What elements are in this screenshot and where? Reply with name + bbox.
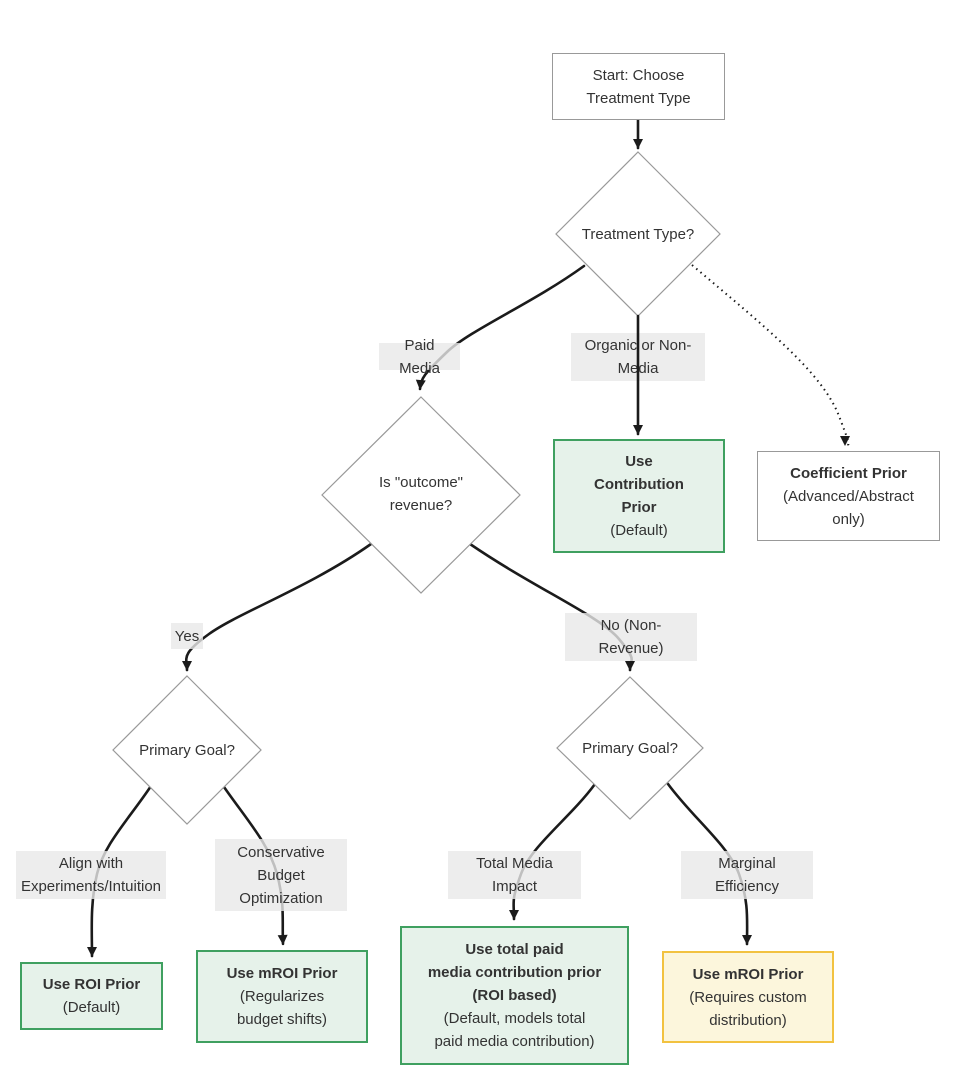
node-use-contribution-prior: Use Contribution Prior (Default) — [553, 439, 725, 553]
edge-yes — [181, 542, 373, 672]
node-use-roi-prior: Use ROI Prior (Default) — [20, 962, 163, 1030]
decision-diamond-primary-goal-left — [112, 675, 262, 825]
node-use-total-paid-media-contribution-prior-title: Use total paid media contribution prior … — [427, 941, 602, 1004]
node-use-mroi-prior-budget-title: Use mROI Prior — [226, 965, 338, 982]
edge-label-total-media-impact: Total Media Impact — [448, 851, 581, 899]
decision-diamond-primary-goal-right — [556, 676, 704, 820]
edge-label-no-non-revenue: No (Non- Revenue) — [565, 613, 697, 661]
node-use-total-paid-media-contribution-prior-subtitle: (Default, models total paid media contri… — [434, 1010, 595, 1050]
edge-label-yes: Yes — [171, 623, 203, 649]
node-use-mroi-prior-custom-subtitle: (Requires custom distribution) — [689, 988, 807, 1029]
node-use-mroi-prior-budget-subtitle: (Regularizes budget shifts) — [236, 988, 328, 1028]
node-start-title: Start: Choose Treatment Type — [586, 66, 691, 107]
node-use-contribution-prior-subtitle: (Default) — [610, 522, 668, 539]
node-start: Start: Choose Treatment Type — [552, 53, 725, 120]
node-coefficient-prior-subtitle: (Advanced/Abstract only) — [783, 487, 914, 528]
decision-diamond-outcome-revenue — [321, 396, 521, 594]
edge-label-conservative-budget: Conservative Budget Optimization — [215, 839, 347, 911]
edge-label-align-experiments: Align with Experiments/Intuition — [16, 851, 166, 899]
node-use-roi-prior-title: Use ROI Prior — [42, 976, 141, 993]
node-coefficient-prior: Coefficient Prior (Advanced/Abstract onl… — [757, 451, 940, 541]
node-use-total-paid-media-contribution-prior: Use total paid media contribution prior … — [400, 926, 629, 1065]
node-use-mroi-prior-budget: Use mROI Prior (Regularizes budget shift… — [196, 950, 368, 1043]
node-use-contribution-prior-title: Use Contribution Prior — [594, 453, 684, 516]
node-coefficient-prior-title: Coefficient Prior — [790, 464, 907, 482]
edge-label-marginal-efficiency: Marginal Efficiency — [681, 851, 813, 899]
node-use-mroi-prior-custom: Use mROI Prior (Requires custom distribu… — [662, 951, 834, 1043]
edge-coefficient-dotted — [691, 264, 851, 446]
node-use-roi-prior-subtitle: (Default) — [62, 999, 121, 1016]
node-use-mroi-prior-custom-title: Use mROI Prior — [692, 965, 804, 983]
